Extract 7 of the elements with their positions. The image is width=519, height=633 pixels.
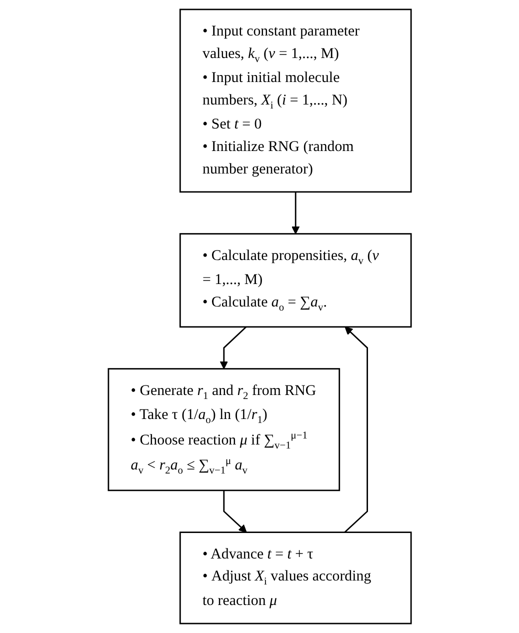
arrow bbox=[344, 326, 368, 533]
arrow bbox=[222, 490, 247, 533]
arrow bbox=[220, 326, 246, 370]
node-box: • Input constant parameter values, k$_{v}$ (v = 1,..., M) • Input initial molecule numbers, X$_{i}$ (i = 1,..., N) • Set t = 0 • Initialize RNG (random number generator) bbox=[179, 8, 412, 193]
arrow bbox=[291, 192, 300, 234]
node-box: • Advance t = t + τ • Adjust X$_{i}$ values according to reaction μ bbox=[179, 532, 412, 624]
node-box: • Calculate propensities, a$_{v}$ (v = 1,..., M) • Calculate a$_{o}$ = ∑a$_{v}$. bbox=[179, 233, 412, 328]
